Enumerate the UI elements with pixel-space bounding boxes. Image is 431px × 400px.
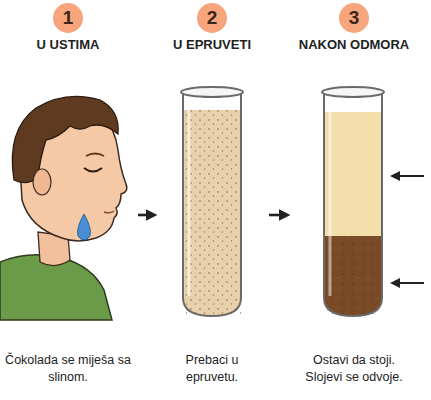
flow-arrow [269, 214, 281, 217]
step-caption: Prebaci u epruvetu. [170, 352, 254, 386]
layer-pointer [398, 175, 424, 177]
step-heading: U USTIMA [37, 37, 100, 52]
flow-arrow [138, 214, 148, 217]
layer-pointer [398, 282, 424, 284]
step-number: 3 [339, 3, 369, 33]
step-heading: NAKON ODMORA [299, 37, 410, 52]
step-heading: U EPRUVETI [173, 37, 251, 52]
step-number: 2 [197, 3, 227, 33]
test-tube [181, 87, 243, 316]
step-number: 1 [53, 3, 83, 33]
step-panel: 3NAKON ODMORA Ostavi da stoji. Slojevi se… [290, 0, 418, 400]
test-tube-layered [322, 87, 384, 316]
boy-figure [0, 96, 127, 320]
step-panel: 1 U USTIMA Čokolada se miješa sa slinom. [0, 0, 136, 400]
step-panel: 2 U EPRUVETI Prebaci u epruvetu. [157, 0, 267, 400]
step-caption: Ostavi da stoji. Slojevi se odvoje. [294, 352, 414, 386]
step-caption: Čokolada se miješa sa slinom. [4, 352, 132, 386]
